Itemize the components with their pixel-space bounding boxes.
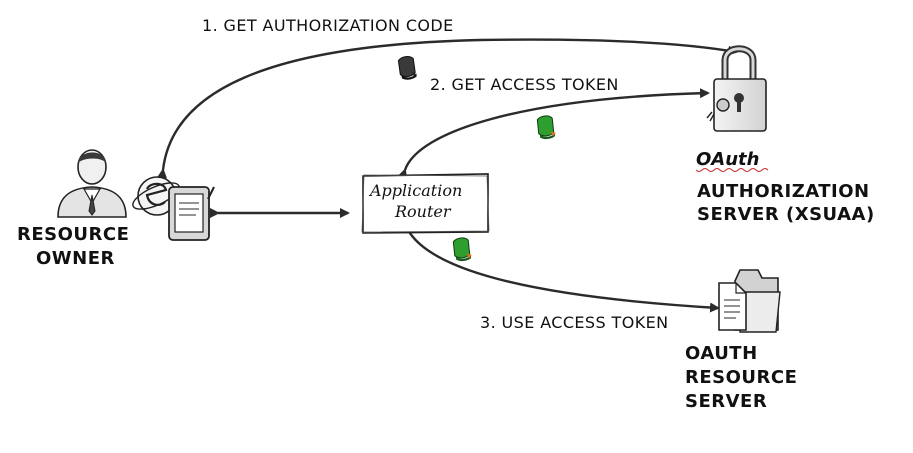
arrow-get-access-token <box>397 88 710 180</box>
step-3-label: 3. USE ACCESS TOKEN <box>480 313 668 332</box>
step-2-label: 2. GET ACCESS TOKEN <box>430 75 619 94</box>
application-router-label-line2: Router <box>394 202 452 221</box>
spellcheck-underline <box>695 168 769 172</box>
arrow-use-access-token <box>399 220 720 313</box>
step-1-label: 1. GET AUTHORIZATION CODE <box>202 16 454 35</box>
browser-tablet-icon <box>132 176 215 241</box>
oauth-brand-label: OAuth <box>696 149 759 170</box>
auth-code-token-icon <box>397 56 417 80</box>
access-token-green-icon-1 <box>536 115 556 140</box>
resource-server-label-line1: OAUTH <box>685 343 758 364</box>
auth-server-label-line1: AUTHORIZATION <box>697 181 870 202</box>
access-token-green-icon-2 <box>452 237 472 262</box>
resource-owner-label-line2: OWNER <box>36 248 115 269</box>
auth-server-label-line2: SERVER (XSUAA) <box>697 204 875 225</box>
application-router-box <box>361 173 490 234</box>
resource-owner-label-line1: RESOURCE <box>17 224 129 245</box>
documents-folder-icon <box>718 269 781 333</box>
application-router-label-line1: Application <box>368 181 462 200</box>
arrow-get-authorization-code <box>157 38 738 179</box>
resource-server-label-line2: RESOURCE <box>685 367 797 388</box>
padlock-key-icon <box>706 45 767 132</box>
user-icon <box>57 149 127 218</box>
resource-server-label-line3: SERVER <box>685 391 767 412</box>
